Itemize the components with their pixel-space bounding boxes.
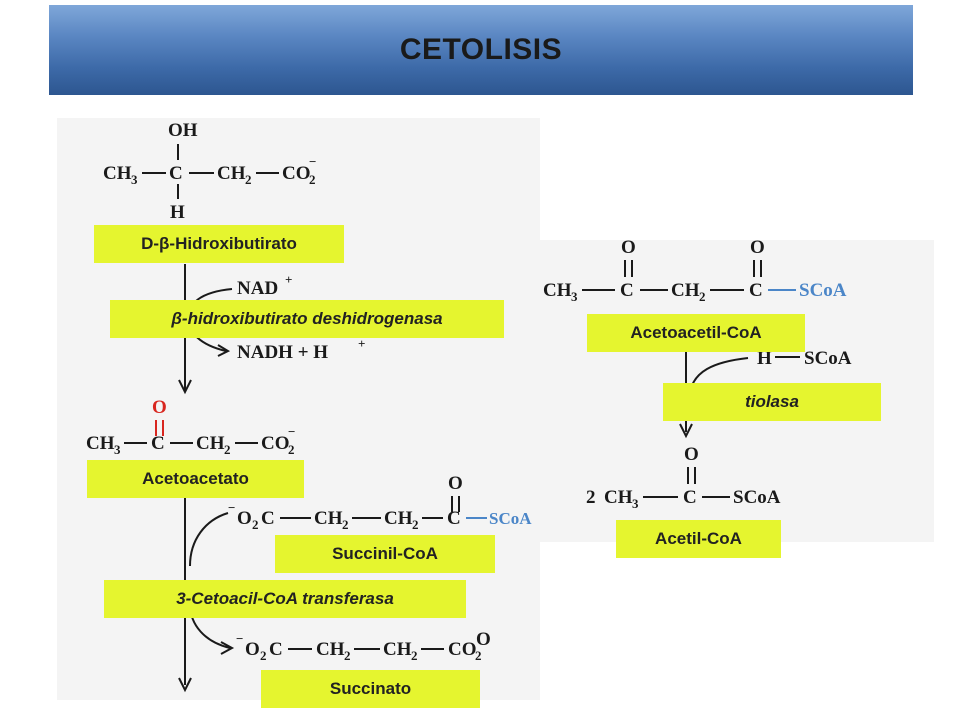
carbon: C bbox=[169, 163, 183, 184]
subscript: 2 bbox=[342, 517, 349, 532]
carboxylate: CO bbox=[448, 639, 477, 660]
ch3-group: CH bbox=[86, 433, 115, 454]
label-transferase: 3-Cetoacil-CoA transferasa bbox=[104, 580, 466, 618]
label-hydroxybutyrate: D-β-Hidroxibutirato bbox=[94, 225, 344, 263]
subscript: 2 bbox=[260, 648, 267, 663]
ch2-group: CH bbox=[384, 508, 413, 529]
label-succinate: Succinato bbox=[261, 670, 480, 708]
carbon: C bbox=[269, 639, 283, 660]
acetoacetate-structure: O CH 3 C CH 2 CO 2 − bbox=[86, 397, 295, 457]
subscript: 2 bbox=[344, 648, 351, 663]
label-acetoacetyl-coa: Acetoacetil-CoA bbox=[587, 314, 805, 352]
acetoacetyl-coa-structure: O O CH 3 C CH 2 C SCoA bbox=[543, 237, 847, 304]
label-dehydrogenase: β-hidroxibutirato deshidrogenasa bbox=[110, 300, 504, 338]
carbon: C bbox=[749, 280, 763, 301]
nad: NAD bbox=[237, 278, 278, 299]
scoa-group: SCoA bbox=[489, 509, 532, 528]
subscript: 2 bbox=[224, 442, 231, 457]
title-banner: CETOLISIS bbox=[49, 5, 913, 95]
keto-oxygen: O bbox=[684, 444, 699, 465]
h-atom: H bbox=[757, 348, 772, 369]
ch2-group: CH bbox=[671, 280, 700, 301]
coefficient: 2 bbox=[586, 487, 596, 508]
carboxylate: O bbox=[245, 639, 260, 660]
label-thiolase: tiolasa bbox=[663, 383, 881, 421]
subscript: 3 bbox=[114, 442, 121, 457]
subscript: 2 bbox=[245, 172, 252, 187]
scoa-group: SCoA bbox=[733, 487, 781, 508]
carboxylate: CO bbox=[282, 163, 311, 184]
keto-oxygen: O bbox=[476, 629, 491, 650]
subscript: 2 bbox=[475, 648, 482, 663]
hydroxybutyrate-structure: OH CH 3 C CH 2 CO 2 − H bbox=[103, 120, 316, 223]
carbon: C bbox=[620, 280, 634, 301]
subscript: 2 bbox=[288, 442, 295, 457]
charge: − bbox=[309, 154, 316, 169]
charge: − bbox=[288, 424, 295, 439]
keto-oxygen: O bbox=[152, 397, 167, 418]
carbon: C bbox=[261, 508, 275, 529]
subscript: 2 bbox=[252, 517, 259, 532]
arrow-head bbox=[679, 423, 693, 439]
carbon: C bbox=[447, 508, 461, 529]
charge: − bbox=[228, 500, 235, 515]
ch3-group: CH bbox=[604, 487, 633, 508]
carboxylate: CO bbox=[261, 433, 290, 454]
subscript: 3 bbox=[571, 289, 578, 304]
subscript: 3 bbox=[632, 496, 639, 511]
subscript: 2 bbox=[309, 172, 316, 187]
charge: + bbox=[358, 336, 365, 351]
subscript: 2 bbox=[411, 648, 418, 663]
arrow-head bbox=[220, 641, 235, 655]
ch3-group: CH bbox=[103, 163, 132, 184]
scoa-group: SCoA bbox=[799, 280, 847, 301]
carboxylate: O bbox=[237, 508, 252, 529]
ch3-group: CH bbox=[543, 280, 572, 301]
arrow-head bbox=[178, 379, 192, 395]
subscript: 2 bbox=[412, 517, 419, 532]
charge: − bbox=[236, 631, 243, 646]
carbon: C bbox=[151, 433, 165, 454]
nad-cofactor: NAD + NADH + H + bbox=[186, 272, 365, 363]
nadh: NADH + H bbox=[237, 342, 328, 363]
label-acetoacetate: Acetoacetato bbox=[87, 460, 304, 498]
arrow-head bbox=[178, 677, 192, 693]
scoa-group: SCoA bbox=[804, 348, 852, 369]
arrow-head bbox=[217, 344, 231, 357]
label-succinyl-coa: Succinil-CoA bbox=[275, 535, 495, 573]
ch2-group: CH bbox=[316, 639, 345, 660]
ch2-group: CH bbox=[196, 433, 225, 454]
oh-group: OH bbox=[168, 120, 198, 141]
ch2-group: CH bbox=[217, 163, 246, 184]
carbon: C bbox=[683, 487, 697, 508]
charge: + bbox=[285, 272, 292, 287]
ch2-group: CH bbox=[383, 639, 412, 660]
subscript: 3 bbox=[131, 172, 138, 187]
page-title: CETOLISIS bbox=[399, 33, 563, 66]
keto-oxygen: O bbox=[448, 473, 463, 494]
subscript: 2 bbox=[699, 289, 706, 304]
cofactor-curve bbox=[189, 512, 229, 567]
acetyl-coa-structure: O 2 CH 3 C SCoA bbox=[586, 444, 781, 511]
succinyl-coa-structure: O − O 2 C CH 2 CH 2 C SCoA bbox=[189, 473, 532, 567]
keto-oxygen: O bbox=[750, 237, 765, 258]
keto-oxygen: O bbox=[621, 237, 636, 258]
label-acetyl-coa: Acetil-CoA bbox=[616, 520, 781, 558]
h-atom: H bbox=[170, 202, 185, 223]
succinate-structure: O − O 2 C CH 2 CH 2 CO 2 bbox=[189, 603, 491, 663]
ch2-group: CH bbox=[314, 508, 343, 529]
